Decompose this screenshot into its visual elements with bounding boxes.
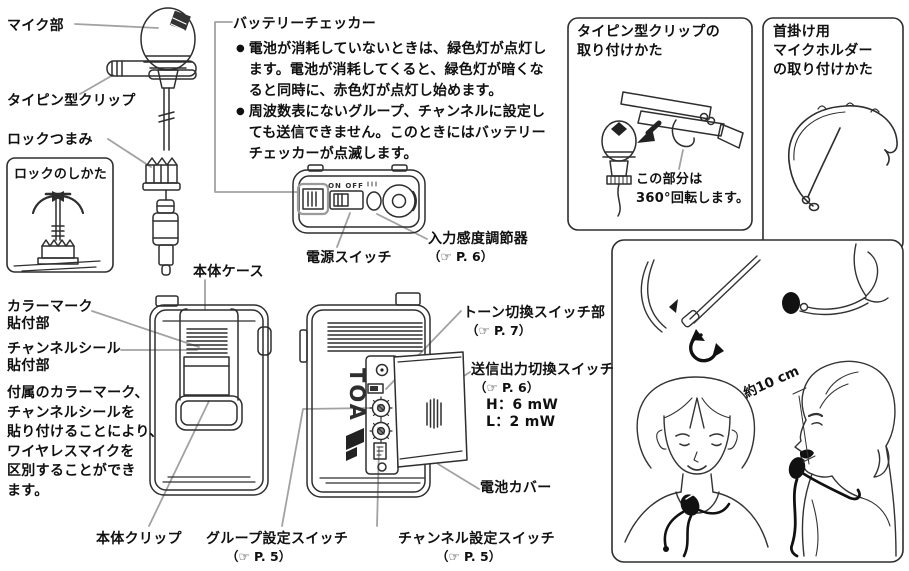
toa-logo: TOA — [345, 368, 369, 422]
battery-cover-label: 電池カバー — [480, 480, 552, 496]
mic-part-label: マイク部 — [7, 18, 64, 34]
body-case-label: 本体ケース — [193, 264, 264, 280]
tx-output-label: 送信出力切換スイッチ — [471, 362, 614, 378]
channel-seal-label: チャンネルシール 貼付部 — [7, 341, 121, 374]
body-clip-callout — [148, 400, 210, 527]
person-profile — [788, 360, 897, 558]
color-mark-label: カラーマーク 貼付部 — [7, 299, 93, 332]
battery-checker-bracket — [214, 21, 300, 193]
group-switch-shape — [369, 396, 393, 420]
tx-output-low: L：2 mW — [486, 414, 556, 430]
input-sensitivity-shape — [366, 191, 382, 211]
marking-note: 付属のカラーマーク、 チャンネルシールを 貼り付けることにより、 ワイヤレスマイ… — [7, 385, 164, 499]
holder-assembly-left — [640, 255, 761, 363]
lock-knob-callout — [107, 138, 152, 168]
transmitter-back-view: TOA — [299, 292, 468, 498]
power-switch-callout — [336, 212, 351, 248]
tiepin-box-title: タイピン型クリップの 取り付けかた — [577, 24, 720, 59]
tiepin-callout — [79, 74, 114, 95]
lock-knob-label: ロックつまみ — [7, 132, 93, 148]
body-clip-shape — [175, 395, 243, 431]
mic-jack-shape — [382, 184, 416, 218]
rotating-part-callout — [678, 149, 684, 170]
toa-mark — [346, 428, 364, 450]
power-switch-label: 電源スイッチ — [306, 250, 392, 266]
battery-checker-window — [302, 188, 324, 210]
tiepin-attach-illustration — [601, 91, 744, 217]
color-mark-callout — [91, 310, 200, 348]
battery-checker-note-2-text: 周波数表にないグループ、チャンネルに設定し ても送信できません。このときにはバッ… — [248, 104, 546, 162]
battery-cover-callout — [437, 463, 480, 490]
tx-output-high: H：6 mW — [486, 397, 559, 413]
body-clip-label: 本体クリップ — [96, 531, 182, 547]
bullet-icon: ● — [236, 106, 245, 117]
group-switch-label: グループ設定スイッチ — [206, 531, 349, 547]
transmitter-top-view: ON OFF — [292, 164, 426, 234]
person-front — [624, 376, 769, 558]
battery-checker-note-1-text: 電池が消耗していないときは、緑色灯が点灯し ます。電池が消耗してくると、緑色灯が… — [248, 41, 547, 99]
transmitter-front-view — [149, 295, 272, 496]
power-switch-shape — [329, 190, 364, 210]
input-sensitivity-ref: （☞ P. 6） — [428, 249, 494, 264]
rotate-note: この部分は 360°回転します。 — [636, 172, 750, 206]
wearing-box-frame — [611, 239, 904, 563]
lock-box-title: ロックのしかた — [14, 167, 108, 182]
battery-checker-title: バッテリーチェッカー — [233, 16, 376, 32]
bullet-icon: ● — [236, 43, 245, 54]
lock-illustration — [13, 191, 101, 272]
mic-part-callout — [74, 23, 159, 29]
group-switch-callout — [281, 407, 372, 527]
on-off-label: ON OFF — [328, 182, 364, 190]
tone-switch-ref: （☞ P. 7） — [466, 323, 532, 338]
tiepin-clip-label: タイピン型クリップ — [7, 93, 136, 109]
neck-holder-box-title: 首掛け用 マイクホルダー の取り付けかた — [773, 24, 874, 78]
input-sensitivity-label: 入力感度調節器 — [428, 231, 529, 247]
neck-holder-illustration — [788, 102, 898, 212]
battery-checker-note-2: ● 周波数表にないグループ、チャンネルに設定し ても送信できません。このときには… — [236, 102, 546, 165]
group-switch-ref: （☞ P. 5） — [226, 549, 292, 564]
mic-illustration — [106, 7, 197, 276]
channel-switch-ref: （☞ P. 5） — [436, 549, 502, 564]
switch-panel — [365, 355, 399, 475]
tone-switch-label: トーン切換スイッチ部 — [463, 305, 606, 321]
channel-switch-callout — [376, 446, 380, 527]
color-mark-area — [186, 328, 228, 354]
channel-switch-label: チャンネル設定スイッチ — [398, 531, 555, 547]
channel-seal-area — [183, 356, 230, 396]
battery-checker-highlight — [296, 182, 330, 216]
channel-switch-shape — [369, 419, 393, 443]
tone-switch-shape — [367, 383, 384, 394]
battery-checker-note-1: ● 電池が消耗していないときは、緑色灯が点灯し ます。電池が消耗してくると、緑色… — [236, 39, 547, 102]
holder-assembly-right — [782, 243, 889, 316]
tx-output-ref: （☞ P. 6） — [474, 380, 540, 395]
